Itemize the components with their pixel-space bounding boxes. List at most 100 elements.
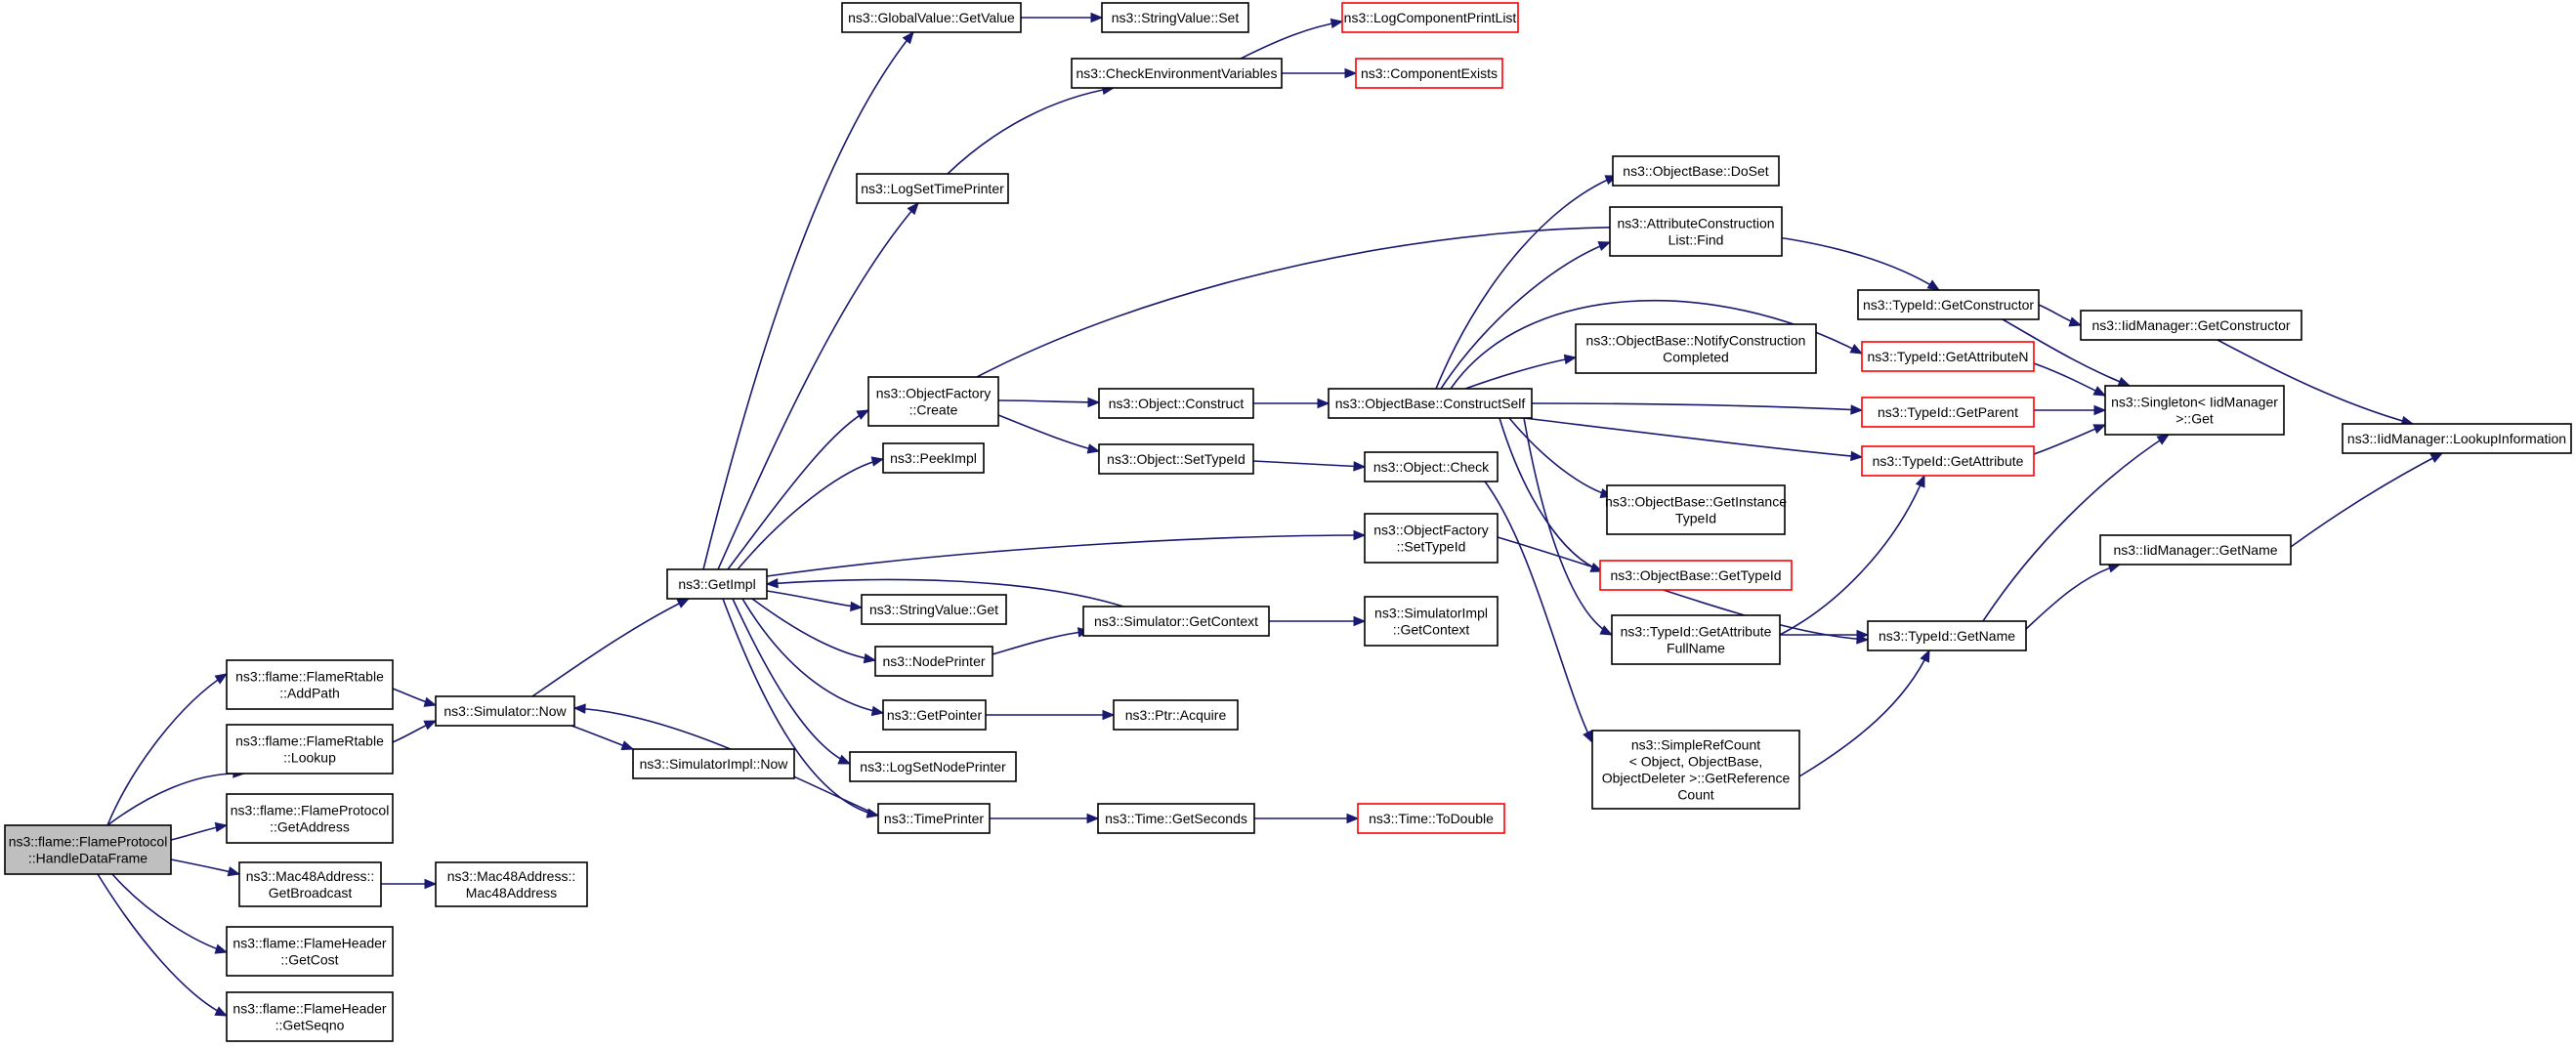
node-tidgetconstructor[interactable]: ns3::TypeId::GetConstructor xyxy=(1857,289,2040,320)
node-box[interactable] xyxy=(2342,423,2572,454)
node-obgettypeid[interactable]: ns3::ObjectBase::GetTypeId xyxy=(1599,560,1793,591)
node-box[interactable] xyxy=(1101,2,1249,33)
node-gvgetvalue[interactable]: ns3::GlobalValue::GetValue xyxy=(841,2,1022,33)
node-box[interactable] xyxy=(1612,155,1780,187)
node-handle[interactable]: ns3::flame::FlameProtocol::HandleDataFra… xyxy=(4,824,172,875)
node-box[interactable] xyxy=(226,991,394,1042)
node-objconstruct[interactable]: ns3::Object::Construct xyxy=(1098,388,1254,419)
node-getaddress[interactable]: ns3::flame::FlameProtocol::GetAddress xyxy=(226,793,394,844)
node-getimpl[interactable]: ns3::GetImpl xyxy=(666,568,768,600)
node-simimplgetcontext[interactable]: ns3::SimulatorImpl::GetContext xyxy=(1364,596,1499,647)
node-box[interactable] xyxy=(226,793,394,844)
node-box[interactable] xyxy=(1364,451,1499,482)
node-box[interactable] xyxy=(435,861,588,907)
node-tidgetattrn[interactable]: ns3::TypeId::GetAttributeN xyxy=(1861,341,2035,372)
node-box[interactable] xyxy=(1098,388,1254,419)
node-checkenv[interactable]: ns3::CheckEnvironmentVariables xyxy=(1071,58,1283,89)
node-simimplnow[interactable]: ns3::SimulatorImpl::Now xyxy=(632,748,795,779)
node-svget[interactable]: ns3::StringValue::Get xyxy=(861,594,1007,625)
node-box[interactable] xyxy=(849,751,1017,782)
node-box[interactable] xyxy=(841,2,1022,33)
node-box[interactable] xyxy=(1355,58,1503,89)
node-iidlookup[interactable]: ns3::IidManager::LookupInformation xyxy=(2342,423,2572,454)
node-box[interactable] xyxy=(2104,385,2285,436)
node-box[interactable] xyxy=(666,568,768,600)
node-simplerefcount[interactable]: ns3::SimpleRefCount< Object, ObjectBase,… xyxy=(1591,730,1800,810)
node-peekimpl[interactable]: ns3::PeekImpl xyxy=(882,442,985,474)
node-obnotify[interactable]: ns3::ObjectBase::NotifyConstructionCompl… xyxy=(1575,323,1817,374)
node-obdoset[interactable]: ns3::ObjectBase::DoSet xyxy=(1612,155,1780,187)
node-tidgetname[interactable]: ns3::TypeId::GetName xyxy=(1867,620,2027,651)
node-timetodouble[interactable]: ns3::Time::ToDouble xyxy=(1357,803,1505,834)
node-box[interactable] xyxy=(1599,560,1793,591)
node-box[interactable] xyxy=(877,803,991,834)
node-box[interactable] xyxy=(632,748,795,779)
node-lookup[interactable]: ns3::flame::FlameRtable::Lookup xyxy=(226,724,394,775)
node-box[interactable] xyxy=(1328,388,1533,419)
node-svset[interactable]: ns3::StringValue::Set xyxy=(1101,2,1249,33)
node-box[interactable] xyxy=(4,824,172,875)
node-objsettypeid[interactable]: ns3::Object::SetTypeId xyxy=(1098,443,1254,475)
node-box[interactable] xyxy=(856,173,1009,204)
node-box[interactable] xyxy=(1857,289,2040,320)
node-iidgetconstructor[interactable]: ns3::IidManager::GetConstructor xyxy=(2080,310,2302,341)
node-getseqno[interactable]: ns3::flame::FlameHeader::GetSeqno xyxy=(226,991,394,1042)
node-box[interactable] xyxy=(226,926,394,977)
node-objcheck[interactable]: ns3::Object::Check xyxy=(1364,451,1499,482)
node-box[interactable] xyxy=(1591,730,1800,810)
node-box[interactable] xyxy=(1364,596,1499,647)
node-tidgetattr[interactable]: ns3::TypeId::GetAttribute xyxy=(1861,445,2035,477)
node-box[interactable] xyxy=(1611,614,1781,665)
node-box[interactable] xyxy=(1609,206,1783,257)
node-ptracquire[interactable]: ns3::Ptr::Acquire xyxy=(1113,699,1239,731)
node-logsetnodeprinter[interactable]: ns3::LogSetNodePrinter xyxy=(849,751,1017,782)
node-nodeprinter[interactable]: ns3::NodePrinter xyxy=(874,646,993,677)
node-obconstructself[interactable]: ns3::ObjectBase::ConstructSelf xyxy=(1328,388,1533,419)
node-box[interactable] xyxy=(1606,484,1786,535)
node-box[interactable] xyxy=(2099,534,2292,565)
node-timegetseconds[interactable]: ns3::Time::GetSeconds xyxy=(1097,803,1255,834)
node-simgetcontext[interactable]: ns3::Simulator::GetContext xyxy=(1082,606,1270,637)
node-box[interactable] xyxy=(1861,397,2035,428)
node-box[interactable] xyxy=(882,699,987,731)
node-addpath[interactable]: ns3::flame::FlameRtable::AddPath xyxy=(226,659,394,710)
node-box[interactable] xyxy=(882,442,985,474)
node-box[interactable] xyxy=(435,695,575,727)
node-box[interactable] xyxy=(1357,803,1505,834)
node-box[interactable] xyxy=(2080,310,2302,341)
node-simnow[interactable]: ns3::Simulator::Now xyxy=(435,695,575,727)
node-singletonget[interactable]: ns3::Singleton< IidManager >::Get xyxy=(2104,385,2285,436)
node-box[interactable] xyxy=(861,594,1007,625)
node-box[interactable] xyxy=(1113,699,1239,731)
node-box[interactable] xyxy=(1861,445,2035,477)
node-getbroadcast[interactable]: ns3::Mac48Address::GetBroadcast xyxy=(238,861,382,907)
node-getcost[interactable]: ns3::flame::FlameHeader::GetCost xyxy=(226,926,394,977)
node-iidgetname[interactable]: ns3::IidManager::GetName xyxy=(2099,534,2292,565)
node-box[interactable] xyxy=(1098,443,1254,475)
node-getpointer[interactable]: ns3::GetPointer xyxy=(882,699,987,731)
node-ofcreate[interactable]: ns3::ObjectFactory::Create xyxy=(867,376,999,427)
node-logsettimeprinter[interactable]: ns3::LogSetTimePrinter xyxy=(856,173,1009,204)
node-box[interactable] xyxy=(1082,606,1270,637)
node-compexists[interactable]: ns3::ComponentExists xyxy=(1355,58,1503,89)
node-mac48[interactable]: ns3::Mac48Address::Mac48Address xyxy=(435,861,588,907)
node-box[interactable] xyxy=(1575,323,1817,374)
node-box[interactable] xyxy=(1341,2,1519,33)
node-logcompprint[interactable]: ns3::LogComponentPrintList xyxy=(1341,2,1519,33)
node-box[interactable] xyxy=(226,724,394,775)
node-ofsettypeid[interactable]: ns3::ObjectFactory::SetTypeId xyxy=(1364,513,1499,564)
node-timeprinter[interactable]: ns3::TimePrinter xyxy=(877,803,991,834)
node-box[interactable] xyxy=(867,376,999,427)
node-box[interactable] xyxy=(238,861,382,907)
node-tidgetparent[interactable]: ns3::TypeId::GetParent xyxy=(1861,397,2035,428)
node-box[interactable] xyxy=(1097,803,1255,834)
node-box[interactable] xyxy=(1071,58,1283,89)
node-box[interactable] xyxy=(1861,341,2035,372)
node-box[interactable] xyxy=(226,659,394,710)
node-box[interactable] xyxy=(1364,513,1499,564)
node-box[interactable] xyxy=(1867,620,2027,651)
node-box[interactable] xyxy=(874,646,993,677)
